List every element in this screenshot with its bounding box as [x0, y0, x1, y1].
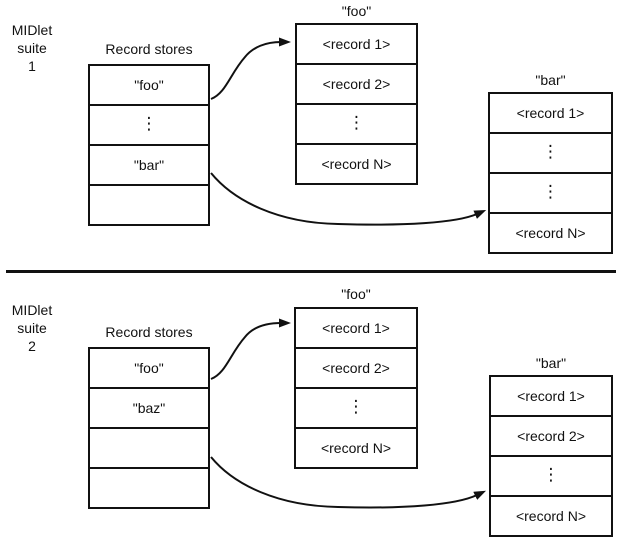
ellipsis-cell: ⋮ — [297, 103, 416, 143]
record-cell: <record 1> — [322, 36, 391, 52]
ellipsis-cell: ⋮ — [296, 387, 416, 427]
suite1-label: MIDlet suite 1 — [6, 21, 58, 75]
suite1-bar-store-title: "bar" — [535, 72, 566, 88]
suite2-label-line2: suite — [17, 320, 47, 336]
suite1-label-line2: suite — [17, 40, 47, 56]
suite2-bar-store-title: "bar" — [535, 355, 567, 371]
record-cell: <record N> — [297, 143, 416, 183]
suite2-record-stores-title: Record stores — [105, 324, 193, 340]
record-cell: <record N> — [491, 495, 611, 535]
arrow-suite1-foo — [210, 37, 291, 100]
record-cell: <record N> — [296, 427, 416, 467]
suite2-foo-store-title: "foo" — [341, 286, 371, 302]
suite1-bar-store-table: <record 1> ⋮ ⋮ <record N> — [488, 92, 613, 254]
ellipsis-cell: ⋮ — [490, 132, 611, 172]
suite1-record-stores-table: "foo" ⋮ "bar" — [88, 64, 210, 226]
ellipsis-cell: ⋮ — [491, 455, 611, 495]
record-store-name-cell: "foo" — [134, 360, 164, 376]
ellipsis-cell: ⋮ — [490, 172, 611, 212]
suite2-label: MIDlet suite 2 — [6, 301, 58, 355]
record-store-name-cell: "baz" — [90, 387, 208, 427]
record-cell: <record 2> — [491, 415, 611, 455]
suite2-bar-store-table: <record 1> <record 2> ⋮ <record N> — [489, 375, 613, 537]
arrow-suite2-foo — [210, 318, 291, 380]
suite1-label-line1: MIDlet — [11, 22, 53, 38]
suite1-foo-store-title: "foo" — [341, 3, 372, 19]
empty-cell — [90, 184, 208, 224]
suite1-record-stores-title: Record stores — [105, 41, 193, 57]
record-cell: <record 2> — [296, 347, 416, 387]
empty-cell — [90, 467, 208, 507]
record-cell: <record N> — [490, 212, 611, 252]
record-cell: <record 1> — [517, 388, 585, 404]
record-store-name-cell: "foo" — [134, 77, 164, 93]
record-cell: <record 1> — [516, 105, 585, 121]
empty-cell — [90, 427, 208, 467]
suite2-label-line3: 2 — [28, 338, 36, 354]
ellipsis-cell: ⋮ — [90, 104, 208, 144]
suite2-record-stores-table: "foo" "baz" — [88, 347, 210, 509]
record-cell: <record 1> — [322, 320, 390, 336]
record-cell: <record 2> — [297, 63, 416, 103]
suite1-label-line3: 1 — [28, 58, 36, 74]
suite2-foo-store-table: <record 1> <record 2> ⋮ <record N> — [294, 307, 418, 469]
suite1-foo-store-table: <record 1> <record 2> ⋮ <record N> — [295, 23, 418, 185]
section-divider — [6, 270, 616, 273]
suite2-label-line1: MIDlet — [11, 302, 53, 318]
record-store-name-cell: "bar" — [90, 144, 208, 184]
